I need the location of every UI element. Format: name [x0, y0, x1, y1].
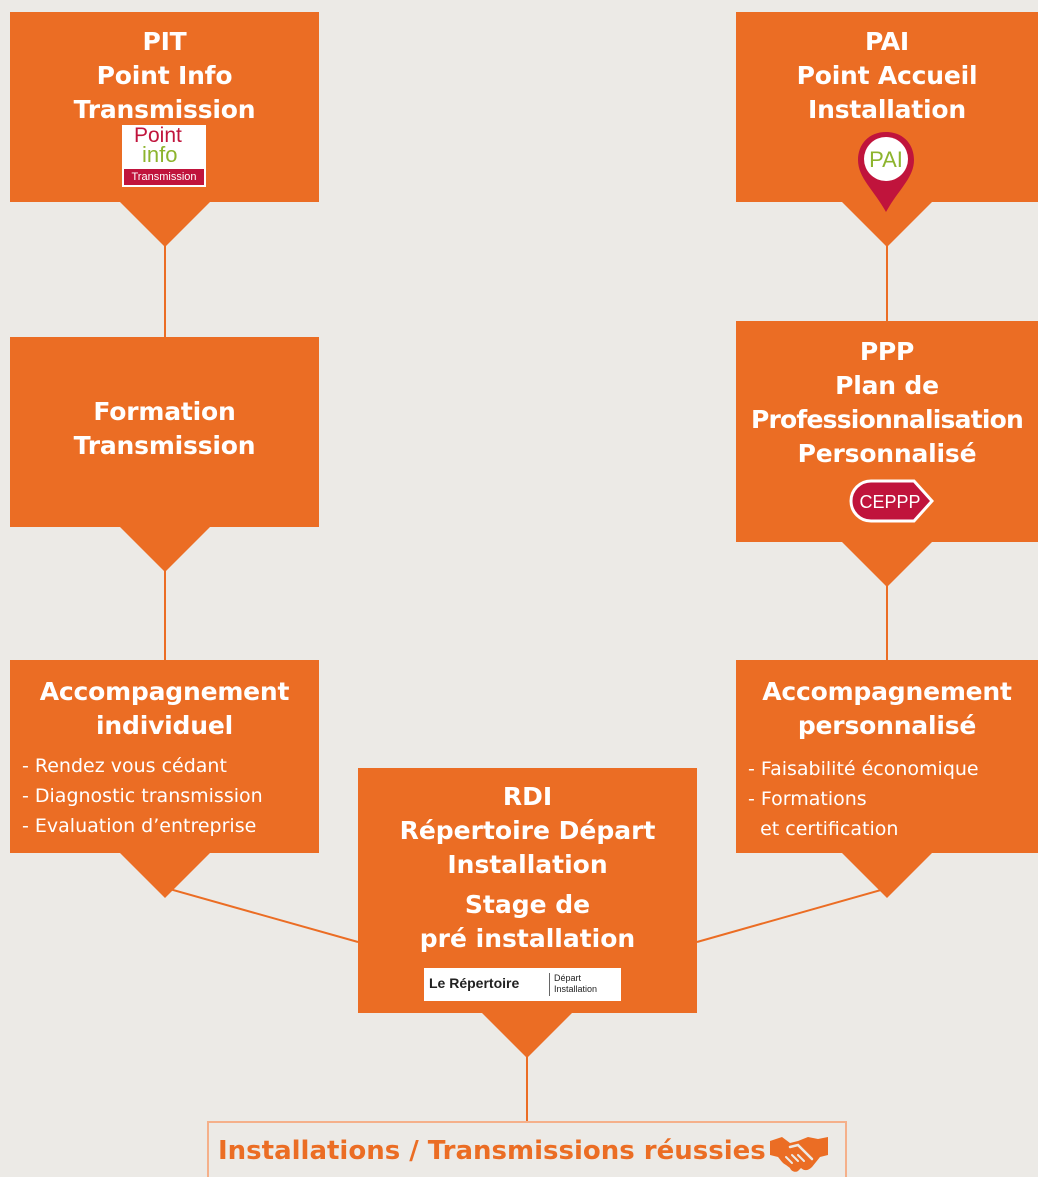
- formation-arrow: [119, 526, 211, 572]
- accompagnement-individuel-box: Accompagnement individuel: [10, 660, 319, 853]
- acc-pers-line1: Accompagnement: [762, 677, 1012, 706]
- rdi-logo-main: Le Répertoire: [429, 975, 520, 991]
- point-info-transmission-logo: Point info Transmission: [122, 125, 206, 187]
- pai-line2: Installation: [808, 95, 966, 124]
- acc-ind-item: - Rendez vous cédant: [22, 755, 227, 777]
- pit-logo-word2: info: [142, 142, 178, 167]
- rdi-stage1: Stage de: [464, 890, 591, 919]
- rdi-logo-side1: Départ: [554, 973, 582, 983]
- acc-ind-arrow: [119, 852, 211, 898]
- connector-rdi-final: [526, 1040, 528, 1122]
- connector-formation-accompagnement: [164, 560, 166, 660]
- pit-logo-band: Transmission: [124, 169, 204, 185]
- pai-abbr: PAI: [864, 27, 910, 56]
- formation-line1: Formation: [93, 397, 236, 426]
- acc-pers-item: et certification: [748, 818, 899, 840]
- acc-ind-item: - Evaluation d’entreprise: [22, 815, 257, 837]
- handshake-icon: [770, 1137, 828, 1172]
- ceppp-logo-text: CEPPP: [859, 492, 920, 512]
- rdi-arrow: [481, 1012, 573, 1058]
- rdi-logo-side: Départ Installation: [554, 973, 597, 995]
- pai-logo-text: PAI: [869, 147, 903, 172]
- acc-ind-line1: Accompagnement: [39, 677, 290, 706]
- accompagnement-personnalise-box: Accompagnement personnalisé: [736, 660, 1038, 853]
- connector-pai-ppp: [886, 230, 888, 322]
- ppp-arrow: [841, 541, 933, 587]
- formation-box: Formation Transmission: [10, 337, 319, 527]
- ppp-box: PPP Plan de Professionnalisation Personn…: [736, 321, 1038, 542]
- rdi-logo-side2: Installation: [554, 984, 598, 994]
- pit-abbr: PIT: [142, 27, 187, 56]
- acc-ind-line2: individuel: [96, 711, 233, 740]
- pit-logo-word1: Point: [134, 124, 182, 147]
- ppp-abbr: PPP: [859, 337, 915, 366]
- ppp-line3: Personnalisé: [797, 439, 977, 468]
- pit-line1: Point Info: [96, 61, 233, 90]
- ceppp-logo-icon: CEPPP: [849, 479, 934, 523]
- rdi-stage2: pré installation: [419, 924, 636, 953]
- pai-line1: Point Accueil: [796, 61, 978, 90]
- acc-ind-list: - Rendez vous cédant - Diagnostic transm…: [22, 751, 263, 841]
- final-result-text: Installations / Transmissions réussies: [218, 1136, 766, 1166]
- pai-pin-icon: PAI: [858, 132, 914, 212]
- rdi-logo-separator: [549, 973, 550, 996]
- acc-pers-arrow: [841, 852, 933, 898]
- le-repertoire-logo: Le Répertoire Départ Installation: [424, 968, 621, 1001]
- acc-pers-list: - Faisabilité économique - Formations et…: [748, 754, 979, 844]
- pai-box: PAI Point Accueil Installation: [736, 12, 1038, 202]
- connector-ppp-accompagnement: [886, 570, 888, 660]
- ppp-line2: Professionnalisation: [750, 405, 1024, 434]
- connector-pit-formation: [164, 230, 166, 338]
- final-result-box: [207, 1121, 847, 1177]
- pit-arrow: [119, 201, 211, 247]
- pit-line2: Transmission: [73, 95, 256, 124]
- rdi-abbr: RDI: [502, 782, 553, 811]
- rdi-line2: Installation: [447, 850, 608, 879]
- acc-ind-item: - Diagnostic transmission: [22, 785, 263, 807]
- ppp-line1: Plan de: [835, 371, 939, 400]
- acc-pers-line2: personnalisé: [797, 711, 977, 740]
- formation-line2: Transmission: [73, 431, 256, 460]
- rdi-line1: Répertoire Départ: [399, 816, 656, 845]
- acc-pers-item: - Faisabilité économique: [748, 758, 979, 780]
- acc-pers-item: - Formations: [748, 788, 867, 810]
